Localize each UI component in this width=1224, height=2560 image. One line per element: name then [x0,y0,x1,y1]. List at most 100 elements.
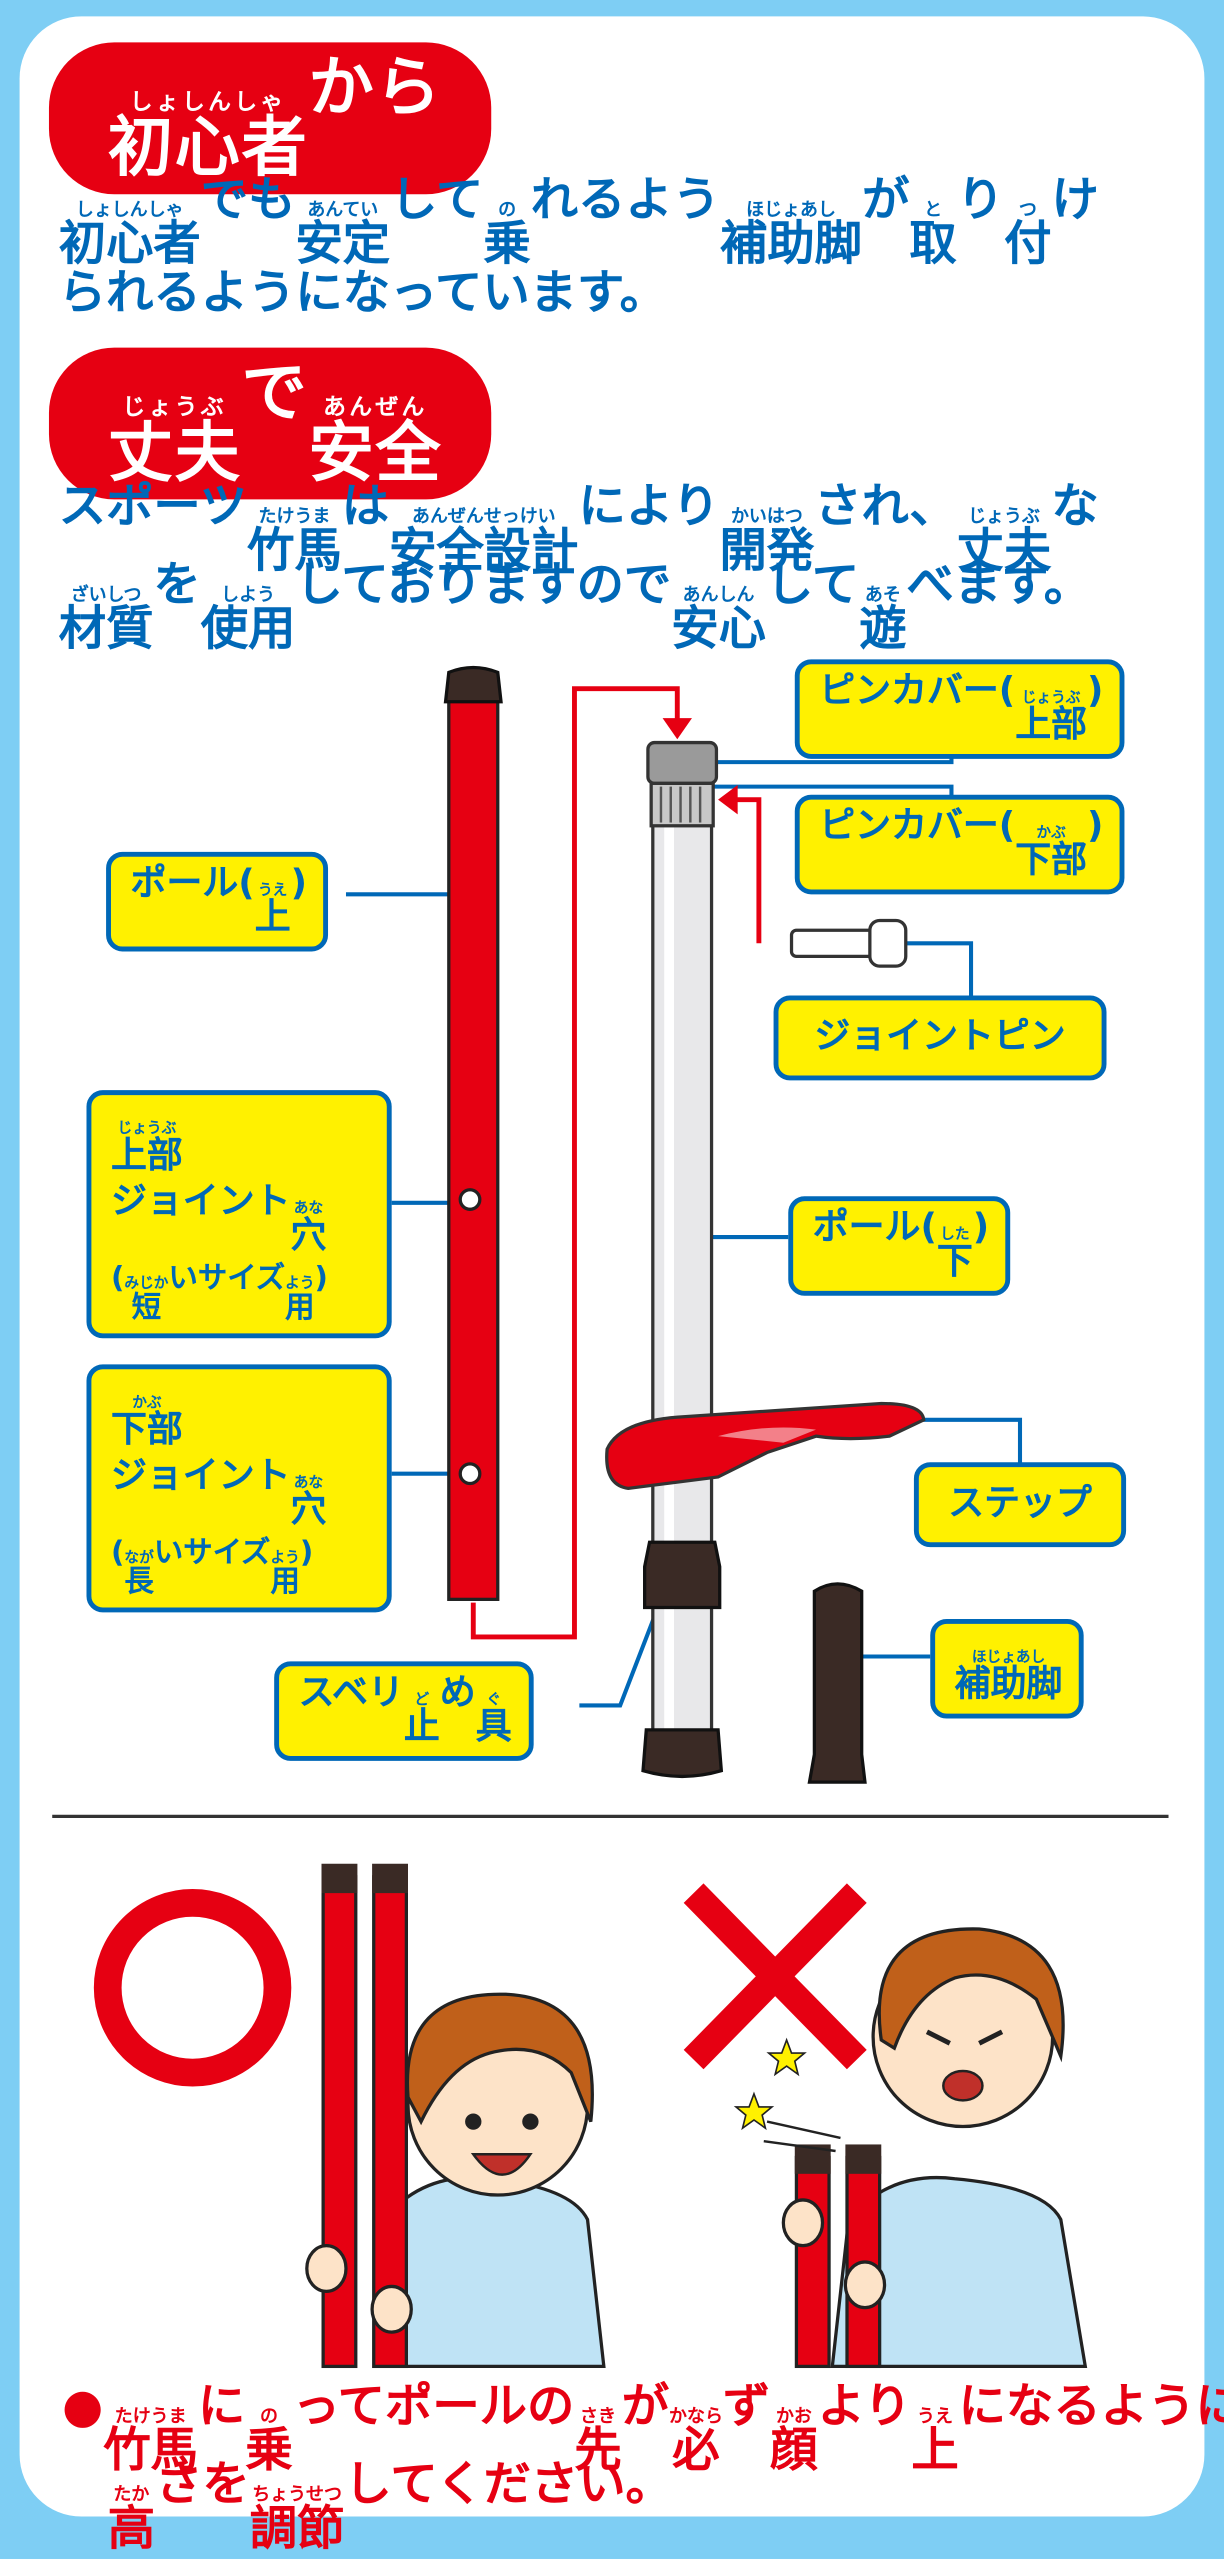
child-wrong-illustration [733,1927,1088,2369]
ruby-word: 安全あんぜん [308,397,442,487]
ruby-word: 顔かお [770,2407,817,2474]
ruby-word: 初心者しょしんしゃ [108,91,309,181]
beginners-text-line-1: 初心者しょしんしゃでも安定あんていして乗のれるよう補助脚ほじょあしが取とり付つけ [58,175,1099,271]
ruby-word: 補助脚ほじょあし [954,1649,1063,1706]
word: 長 [124,1565,154,1600]
text-segment: は [341,478,390,534]
furigana: あな [293,1475,324,1492]
word: 乗 [483,215,531,271]
text-segment: ( [110,1261,125,1296]
furigana: の [498,199,517,221]
text-segment: より [817,2377,912,2434]
word: 上部 [1015,705,1088,746]
text-segment: さを [155,2456,250,2512]
text-segment: して [390,171,484,227]
text-segment: ず [722,2377,771,2434]
arrow-left-icon [718,784,738,815]
label-pole-upper: ポール(上うえ) [106,851,329,952]
furigana: した [940,1227,970,1244]
text-segment: が [862,171,910,227]
furigana: ほじょあし [971,1649,1046,1667]
word: 丈夫 [956,522,1052,578]
pin-arrow [726,797,762,944]
furigana: あな [293,1201,324,1218]
text-segment: ってポールの [292,2377,575,2434]
text-segment: しておりますので [295,556,672,612]
text-segment: スベリ [298,1672,404,1714]
label-support-leg: 補助脚ほじょあし [930,1618,1084,1719]
furigana: ほじょあし [746,199,836,221]
furigana: かいはつ [730,505,803,528]
warning-text-line-2: 高たかさを調節ちょうせつしてください。 [108,2460,673,2553]
furigana: よう [285,1276,315,1293]
furigana: かお [775,2405,812,2427]
label-joint-pin: ジョイントピン [773,995,1107,1081]
word: 遊 [859,600,907,657]
furigana: じょうぶ [1021,690,1081,707]
furigana: ざいしつ [70,584,142,606]
furigana: と [924,199,943,221]
text-segment: ジョイントピン [814,1016,1066,1058]
word: 安心 [671,600,766,657]
text-segment: ピンカバー( [819,806,1016,848]
word: 用 [285,1290,315,1326]
joint-pin [789,918,908,968]
word: 高 [107,2500,156,2556]
furigana: しょしんしゃ [129,89,287,116]
safety-text-line-2: 材質ざいしつを使用しようしておりますので安心あんしんして遊あそべます。 [59,561,1091,652]
label-line: ジョイント穴あな [111,1458,370,1529]
step [605,1401,926,1491]
furigana: あそ [864,584,901,606]
ruby-word: 高たか [108,2486,155,2553]
word: 安定 [295,215,391,271]
text-segment: して [765,556,860,612]
text-segment: ) [1087,670,1104,712]
safety-text-line-1: スポーツ竹馬たけうまは安全設計あんぜんせっけいにより開発かいはつされ、丈夫じょう… [59,482,1099,578]
word: 用 [270,1565,300,1600]
ruby-word: 安全設計あんぜんせっけい [389,508,578,575]
word: 顔 [770,2421,818,2478]
word: 補助脚 [954,1664,1063,1706]
furigana: あんぜんせっけい [412,505,556,528]
text-segment: れるよう [530,171,721,227]
warning-text-line-1: ●竹馬たけうまに乗のってポールの先さきが必かならず顔かおより上うえになるように [62,2382,1224,2478]
text-segment: め [439,1672,476,1714]
correct-circle-icon [93,1889,292,2087]
support-leg [807,1582,867,1784]
furigana: あんてい [307,199,379,221]
word: 初心者 [107,110,309,187]
word: 竹馬 [247,522,342,578]
text-segment: いサイズ [168,1261,286,1296]
text-segment: ) [314,1261,328,1296]
word: 使用 [200,600,296,657]
ruby-word: 先さき [574,2407,621,2474]
text-segment: になるように [958,2377,1224,2434]
furigana: さき [580,2405,616,2427]
text-segment: な [1051,478,1099,534]
word: 開発 [719,522,815,578]
label-upper-joint-hole: 上部じょうぶジョイント穴あな(短みじかいサイズ用よう) [86,1090,392,1339]
text-segment: が [621,2377,670,2434]
label-anti-slip-stopper: スベリ止どめ具ぐ [274,1661,533,1761]
furigana: じょうぶ [968,505,1040,528]
text-segment: ジョイント [110,1181,291,1223]
ruby-word: 材質ざいしつ [59,586,154,653]
text-segment: ) [290,863,308,905]
word: 竹馬 [103,2421,199,2478]
word: 初心者 [58,215,201,271]
text-segment: を [153,556,201,612]
ruby-word: 下部かぶ [1015,827,1087,879]
heading-sturdy-safe: 丈夫じょうぶで安全あんぜん [48,347,492,500]
furigana: ぐ [486,1692,502,1709]
ruby-word: 下部かぶ [111,1396,183,1449]
ruby-word: 具ぐ [476,1692,512,1746]
word: 材質 [58,600,154,657]
wrong-x-icon [683,1883,867,2070]
word: 上 [911,2421,959,2478]
lower-pole [605,740,926,1778]
ruby-word: 穴あな [291,1475,327,1529]
ruby-word: 上部じょうぶ [1015,690,1088,746]
upper-pole [443,665,503,1601]
